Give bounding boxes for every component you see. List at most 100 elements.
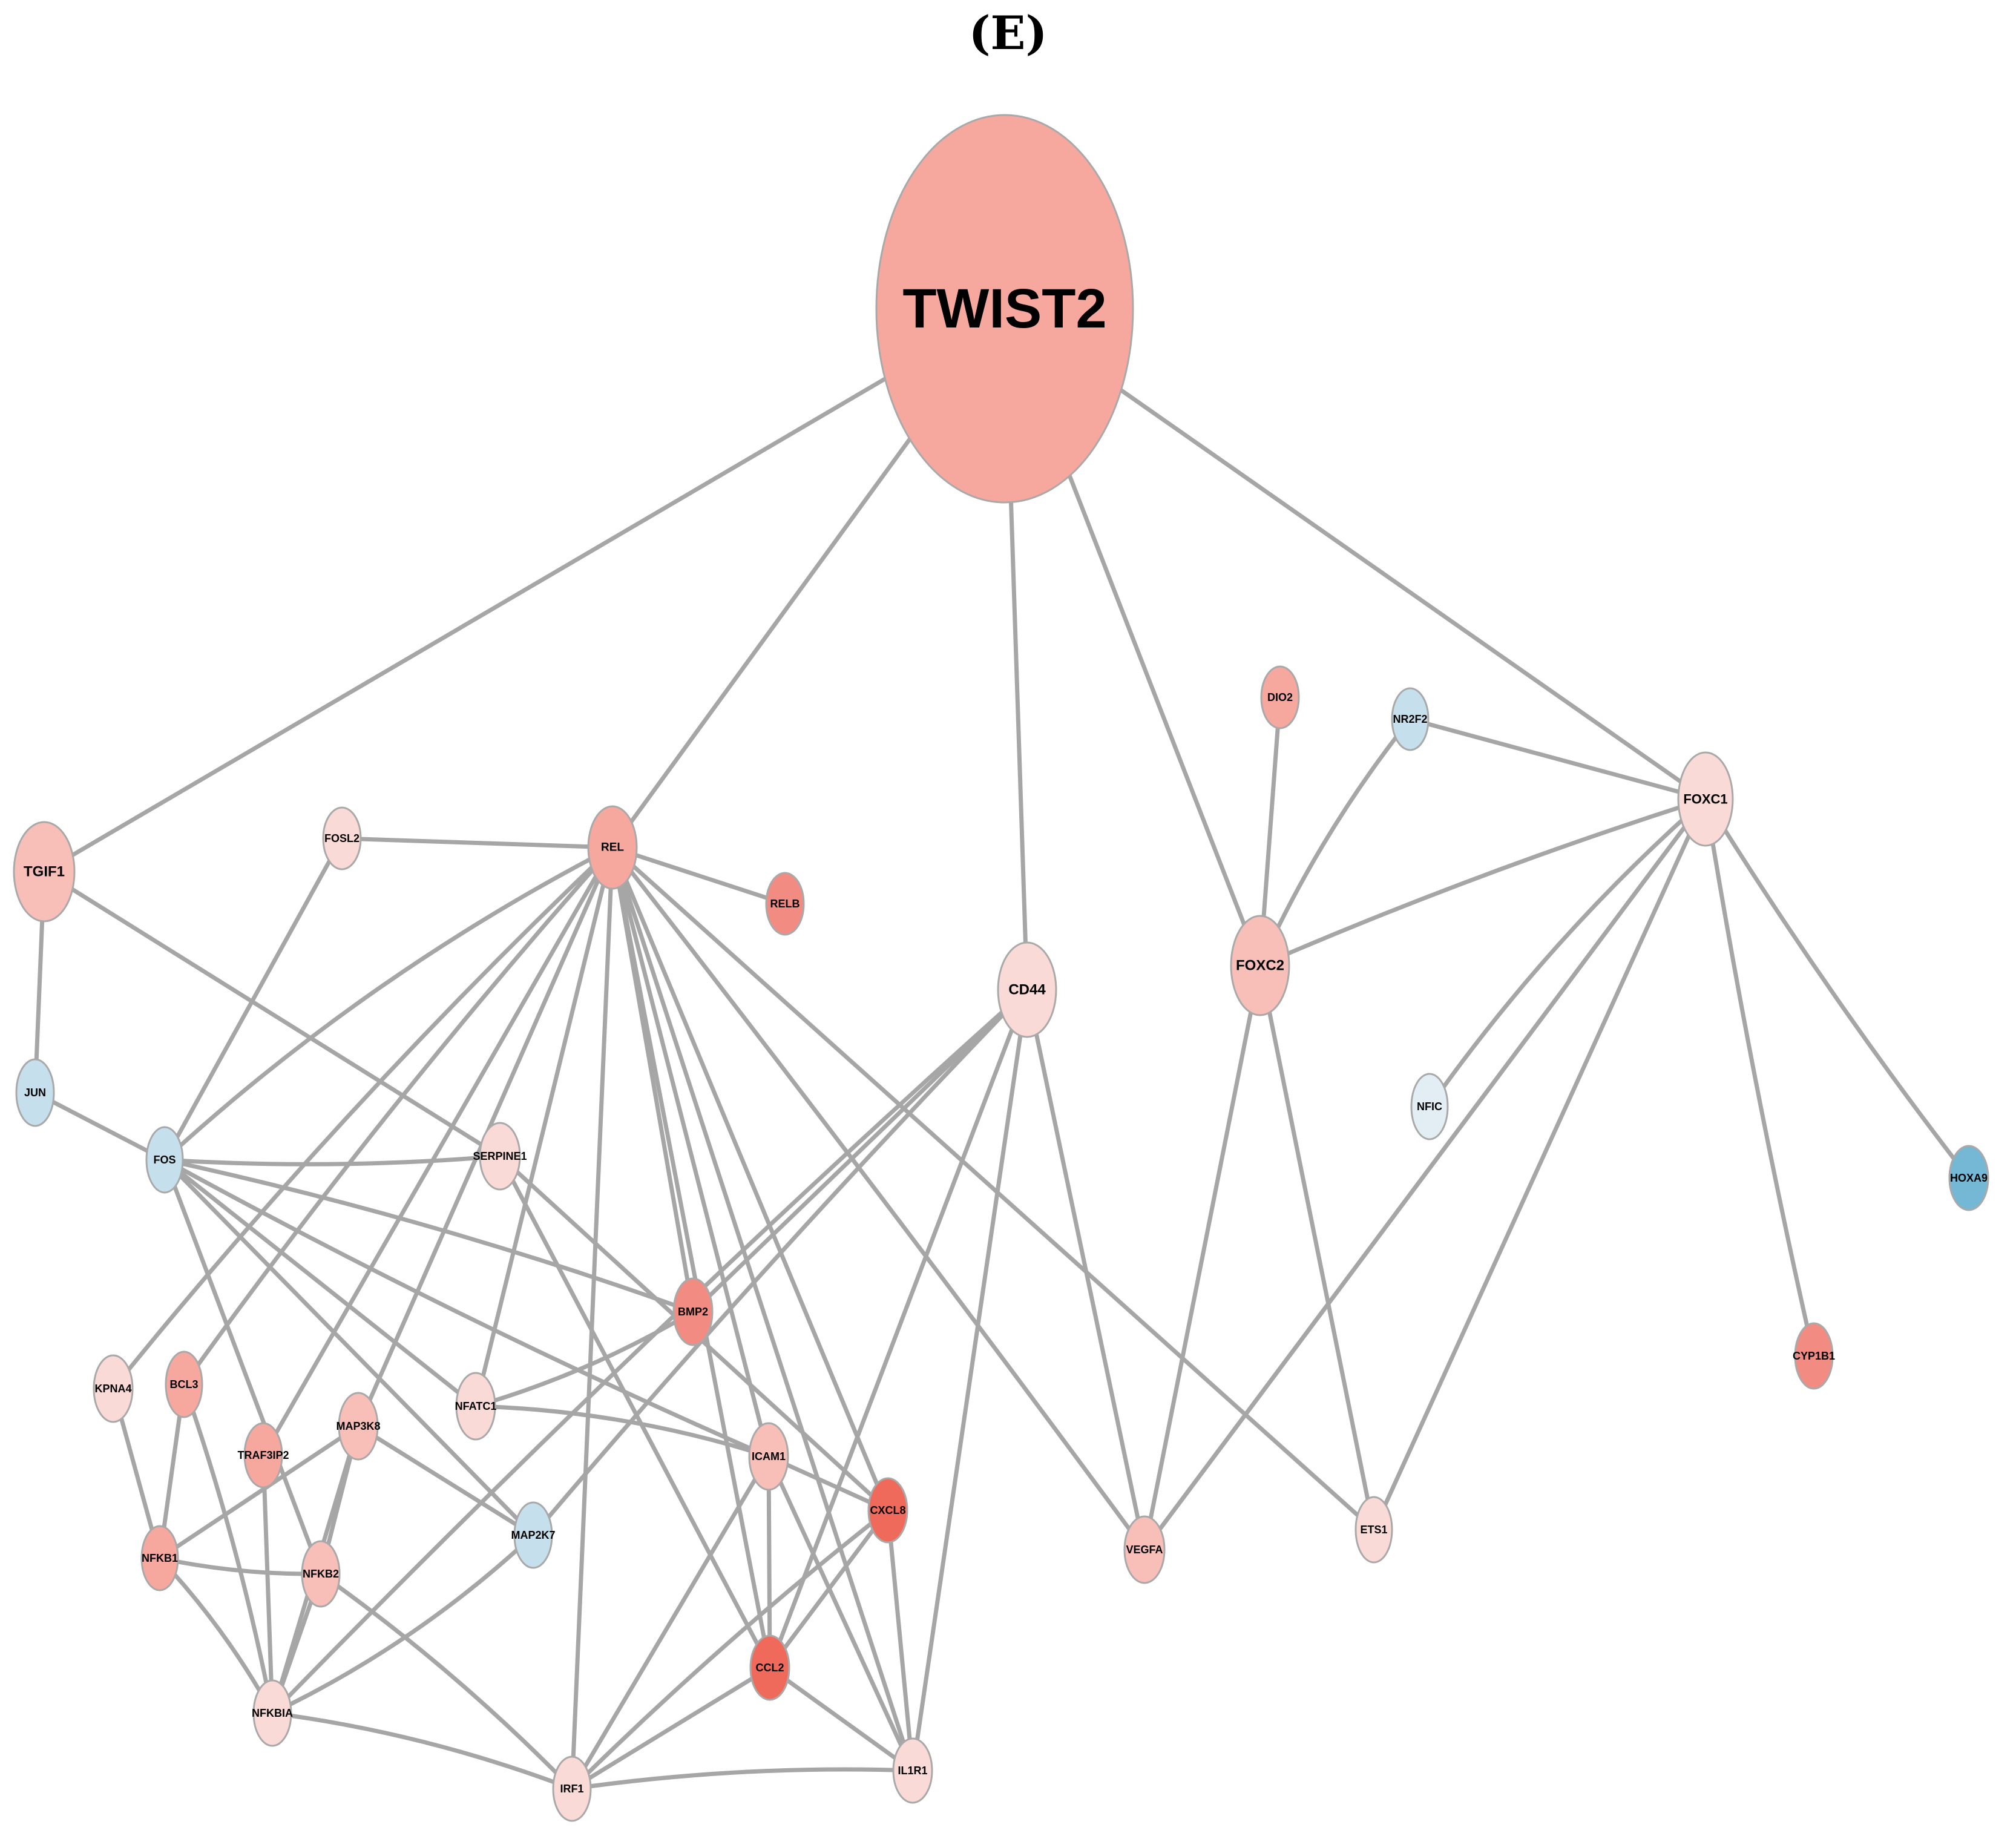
node-irf1-label: IRF1: [560, 1783, 583, 1795]
edge-rel-irf1-22: [570, 845, 615, 1791]
node-nfkb1-label: NFKB1: [142, 1552, 178, 1564]
node-nfkbia-shape: [252, 1679, 292, 1747]
edge-jun-fos-7: [33, 1090, 167, 1162]
node-fos: FOS: [145, 1126, 184, 1194]
node-map3k8-shape: [338, 1392, 379, 1461]
edge-rel-il1r1-21: [610, 845, 915, 1773]
node-rel-shape: [587, 805, 638, 890]
node-bmp2-label: BMP2: [678, 1306, 708, 1318]
edge-rel-vegfa-23: [610, 845, 1147, 1552]
node-hoxa9: HOXA9: [1948, 1145, 1989, 1211]
node-ccl2-shape: [749, 1634, 790, 1701]
node-kpna4: KPNA4: [93, 1354, 134, 1423]
node-relb-shape: [765, 872, 805, 936]
node-cd44-shape: [997, 941, 1057, 1038]
node-il1r1-label: IL1R1: [898, 1765, 927, 1777]
node-twist2: TWIST2: [875, 114, 1134, 504]
node-cxcl8: CXCL8: [867, 1477, 908, 1544]
node-nfic-shape: [1410, 1073, 1449, 1140]
edge-bmp2-nfatc1-51: [473, 1309, 695, 1409]
node-irf1: IRF1: [552, 1755, 592, 1822]
edge-fosl2-rel-8: [340, 836, 615, 850]
node-kpna4-label: KPNA4: [94, 1383, 131, 1395]
node-cxcl8-label: CXCL8: [870, 1504, 905, 1516]
node-nfkb2: NFKB2: [301, 1540, 341, 1608]
node-nfatc1: NFATC1: [455, 1372, 496, 1441]
edge-nfatc1-icam1-52: [473, 1404, 771, 1459]
node-ets1: ETS1: [1354, 1496, 1393, 1564]
node-tgif1-shape: [13, 821, 76, 923]
node-bmp2: BMP2: [672, 1277, 714, 1346]
node-twist2-shape: [875, 114, 1134, 504]
node-vegfa-label: VEGFA: [1126, 1544, 1163, 1556]
node-nfkb1-shape: [140, 1525, 179, 1591]
edge-nfkb2-irf1-74: [318, 1571, 574, 1791]
edge-cxcl8-il1r1-59: [885, 1508, 915, 1773]
node-cd44-label: CD44: [1008, 982, 1046, 998]
node-nr2f2-shape: [1391, 687, 1430, 751]
node-icam1-shape: [748, 1422, 789, 1491]
node-fos-shape: [145, 1126, 184, 1194]
edge-fos-bmp2-26: [162, 1157, 695, 1314]
node-twist2-label: TWIST2: [902, 278, 1106, 340]
edge-icam1-il1r1-56: [766, 1454, 915, 1773]
node-nfic-label: NFIC: [1417, 1101, 1442, 1113]
edge-rel-cxcl8-19: [610, 845, 890, 1513]
node-foxc1-label: FOXC1: [1683, 792, 1727, 807]
edge-rel-ets1-24: [610, 845, 1376, 1532]
edge-nr2f2-foxc2-40: [1258, 717, 1413, 968]
edge-cxcl8-irf1-58: [570, 1508, 890, 1791]
node-fos-label: FOS: [153, 1154, 176, 1166]
node-foxc2: FOXC2: [1230, 915, 1290, 1016]
node-tgif1-label: TGIF1: [24, 864, 65, 880]
node-cyp1b1: CYP1B1: [1793, 1322, 1835, 1390]
node-nfkb2-label: NFKB2: [303, 1568, 339, 1580]
node-map3k8-label: MAP3K8: [336, 1420, 380, 1432]
edge-foxc2-vegfa-49: [1142, 963, 1262, 1552]
edge-foxc2-ets1-50: [1258, 963, 1376, 1532]
node-foxc2-label: FOXC2: [1236, 958, 1284, 974]
panel-label: (E): [968, 6, 1048, 60]
edge-nr2f2-foxc1-41: [1408, 717, 1708, 801]
node-fosl2-label: FOSL2: [324, 832, 360, 844]
edge-cd44-nfkbia-34: [270, 987, 1029, 1716]
node-traf3ip2-label: TRAF3IP2: [237, 1449, 289, 1461]
edge-cd44-vegfa-36: [1025, 987, 1147, 1552]
node-map3k8: MAP3K8: [336, 1392, 381, 1461]
edge-cd44-map2k7-35: [531, 987, 1029, 1538]
edge-serpine1-ccl2-31: [497, 1154, 772, 1670]
node-vegfa-shape: [1123, 1515, 1166, 1584]
node-bcl3: BCL3: [165, 1351, 203, 1418]
node-foxc2-shape: [1230, 915, 1290, 1016]
node-il1r1-shape: [892, 1737, 933, 1804]
edge-rel-nfatc1-16: [473, 845, 615, 1409]
node-serpine1: SERPINE1: [473, 1122, 527, 1191]
edge-fosl2-fos-9: [162, 836, 344, 1162]
node-bcl3-shape: [165, 1351, 203, 1418]
node-vegfa: VEGFA: [1123, 1515, 1166, 1584]
node-hoxa9-label: HOXA9: [1950, 1172, 1988, 1184]
node-nfkb2-shape: [301, 1540, 341, 1608]
edge-rel-bcl3-13: [182, 845, 615, 1387]
edge-cd44-bmp2-33: [691, 987, 1029, 1314]
node-rel: REL: [587, 805, 638, 890]
node-map2k7-label: MAP2K7: [511, 1529, 555, 1541]
edge-foxc1-foxc2-42: [1258, 797, 1708, 968]
edge-nfkbia-irf1-76: [270, 1711, 574, 1791]
nodes-layer: TWIST2TGIF1FOSL2RELRELBCD44DIO2NR2F2FOXC…: [13, 114, 1989, 1822]
node-ccl2-label: CCL2: [755, 1662, 784, 1674]
node-relb: RELB: [765, 872, 805, 936]
node-icam1-label: ICAM1: [752, 1450, 786, 1463]
node-nfkb1: NFKB1: [140, 1525, 179, 1591]
node-nfatc1-shape: [455, 1372, 496, 1441]
edge-fos-serpine1-25: [162, 1154, 502, 1166]
edge-nfkb1-nfkb2-71: [157, 1556, 323, 1576]
node-cyp1b1-shape: [1794, 1322, 1834, 1390]
edge-icam1-irf1-55: [570, 1454, 771, 1791]
node-foxc1-shape: [1677, 751, 1734, 847]
edge-fos-nfatc1-27: [162, 1157, 478, 1409]
node-bmp2-shape: [672, 1277, 714, 1346]
edge-fos-icam1-30: [162, 1157, 771, 1459]
edge-rel-kpna4-12: [111, 845, 615, 1391]
node-nr2f2-label: NR2F2: [1393, 713, 1427, 725]
